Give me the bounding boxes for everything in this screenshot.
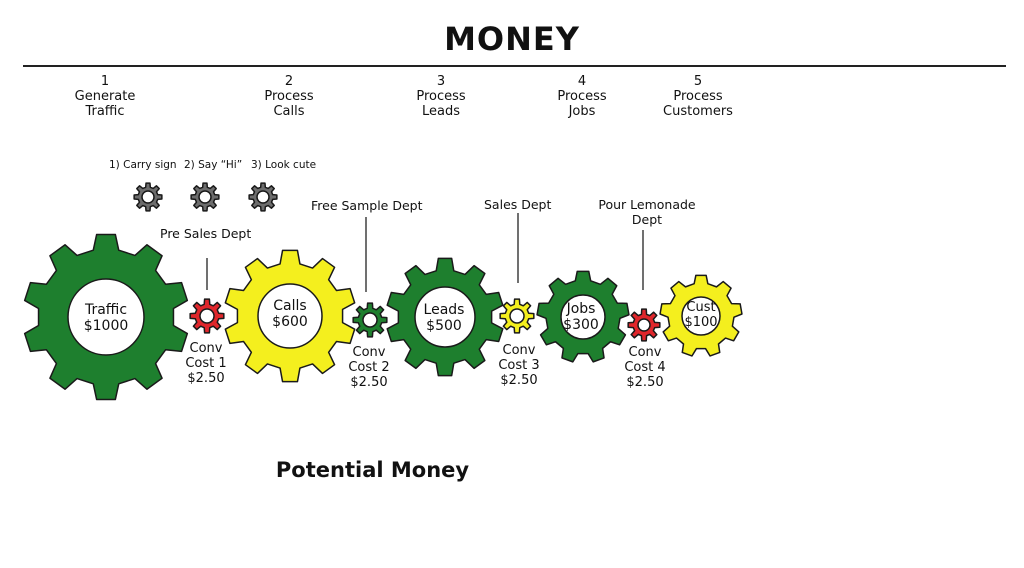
- jobs-gear-hub: [560, 294, 606, 340]
- potential-money-caption: Potential Money: [275, 458, 470, 482]
- conv-cost-2-value: $2.50: [350, 375, 388, 390]
- step-3-header: 3 Process Leads: [381, 74, 501, 119]
- leads-gear-label: Leads $500: [404, 302, 484, 334]
- calls-gear-value: $600: [272, 314, 308, 330]
- conv-cost-2-line1: Conv: [352, 345, 386, 360]
- conv-cost-4-line1: Conv: [628, 345, 662, 360]
- conv-cost-4-line2: Cost 4: [624, 360, 666, 375]
- leads-gear-name: Leads: [423, 302, 465, 318]
- conv-cost-1-label: Conv Cost 1 $2.50: [171, 341, 241, 386]
- jobs-gear-value: $300: [563, 317, 599, 333]
- calls-gear: [224, 249, 356, 383]
- diagram-title: MONEY: [444, 20, 580, 58]
- conv-cost-2-gear-hub: [362, 312, 378, 328]
- step-4-header: 4 Process Jobs: [522, 74, 642, 119]
- step-3-number: 3: [436, 74, 446, 89]
- step-3-line2: Leads: [421, 104, 460, 119]
- step-1-header: 1 Generate Traffic: [45, 74, 165, 119]
- cust-gear-label: Cust $100: [676, 300, 726, 330]
- conv-cost-4-gear-hub: [637, 318, 651, 332]
- step-5-header: 5 Process Customers: [638, 74, 758, 119]
- task-say-hi: 2) Say “Hi”: [184, 159, 243, 171]
- calls-gear-hub: [257, 283, 323, 349]
- traffic-gear-hub: [67, 278, 145, 356]
- task-2-gear-hub: [198, 190, 212, 204]
- step-4-number: 4: [577, 74, 587, 89]
- dept-pour-line1: Pour Lemonade: [598, 197, 696, 212]
- step-5-line2: Customers: [663, 104, 733, 119]
- jobs-gear-label: Jobs $300: [551, 301, 611, 333]
- leads-gear-value: $500: [426, 318, 462, 334]
- conv-cost-2-gear: [352, 302, 388, 338]
- dept-pour-line2: Dept: [631, 212, 663, 227]
- traffic-gear-value: $1000: [83, 318, 129, 334]
- step-1-number: 1: [100, 74, 110, 89]
- step-3-line1: Process: [416, 89, 466, 104]
- conv-cost-3-value: $2.50: [500, 373, 538, 388]
- conv-cost-3-line2: Cost 3: [498, 358, 540, 373]
- cust-gear-name: Cust: [686, 300, 716, 315]
- cust-gear: [659, 274, 743, 357]
- traffic-gear-name: Traffic: [84, 302, 128, 318]
- traffic-gear-label: Traffic $1000: [66, 302, 146, 334]
- step-1-line2: Traffic: [85, 104, 125, 119]
- task-2-gear: [190, 182, 220, 212]
- task-look-cute: 3) Look cute: [251, 159, 317, 171]
- step-5-number: 5: [693, 74, 703, 89]
- task-1-gear: [133, 182, 163, 212]
- step-2-line2: Calls: [273, 104, 305, 119]
- conv-cost-3-gear-hub: [509, 308, 525, 324]
- step-2-line1: Process: [264, 89, 314, 104]
- task-3-gear: [248, 182, 278, 212]
- conv-cost-4-label: Conv Cost 4 $2.50: [610, 345, 680, 390]
- jobs-gear-name: Jobs: [566, 301, 596, 317]
- task-carry-sign: 1) Carry sign: [109, 159, 177, 171]
- conv-cost-2-line2: Cost 2: [348, 360, 390, 375]
- calls-gear-name: Calls: [273, 298, 307, 314]
- leads-gear: [386, 257, 504, 377]
- cust-gear-value: $100: [684, 315, 718, 330]
- conv-cost-3-gear: [499, 298, 535, 334]
- dept-sales: Sales Dept: [484, 197, 552, 212]
- connector-lines: [206, 213, 644, 292]
- step-2-number: 2: [284, 74, 294, 89]
- conv-cost-1-value: $2.50: [187, 371, 225, 386]
- jobs-gear: [536, 270, 630, 363]
- conv-cost-4-value: $2.50: [626, 375, 664, 390]
- task-3-gear-hub: [256, 190, 270, 204]
- traffic-gear: [23, 233, 189, 401]
- title-divider: [23, 65, 1006, 67]
- step-4-line1: Process: [557, 89, 607, 104]
- conv-cost-3-line1: Conv: [502, 343, 536, 358]
- cust-gear-hub: [681, 296, 721, 336]
- calls-gear-label: Calls $600: [250, 298, 330, 330]
- conv-cost-2-label: Conv Cost 2 $2.50: [334, 345, 404, 390]
- conv-cost-4-gear: [627, 308, 661, 342]
- conv-cost-1-line1: Conv: [189, 341, 223, 356]
- step-1-line1: Generate: [74, 89, 136, 104]
- dept-pre-sales: Pre Sales Dept: [160, 226, 252, 241]
- conv-cost-1-gear: [189, 298, 225, 334]
- leads-gear-hub: [414, 286, 476, 348]
- task-1-gear-hub: [141, 190, 155, 204]
- step-2-header: 2 Process Calls: [229, 74, 349, 119]
- conv-cost-1-line2: Cost 1: [185, 356, 227, 371]
- step-4-line2: Jobs: [568, 104, 596, 119]
- dept-free-sample: Free Sample Dept: [311, 198, 423, 213]
- conv-cost-1-gear-hub: [199, 308, 215, 324]
- dept-pour-lemonade: Pour Lemonade Dept: [592, 197, 702, 227]
- conv-cost-3-label: Conv Cost 3 $2.50: [484, 343, 554, 388]
- step-5-line1: Process: [673, 89, 723, 104]
